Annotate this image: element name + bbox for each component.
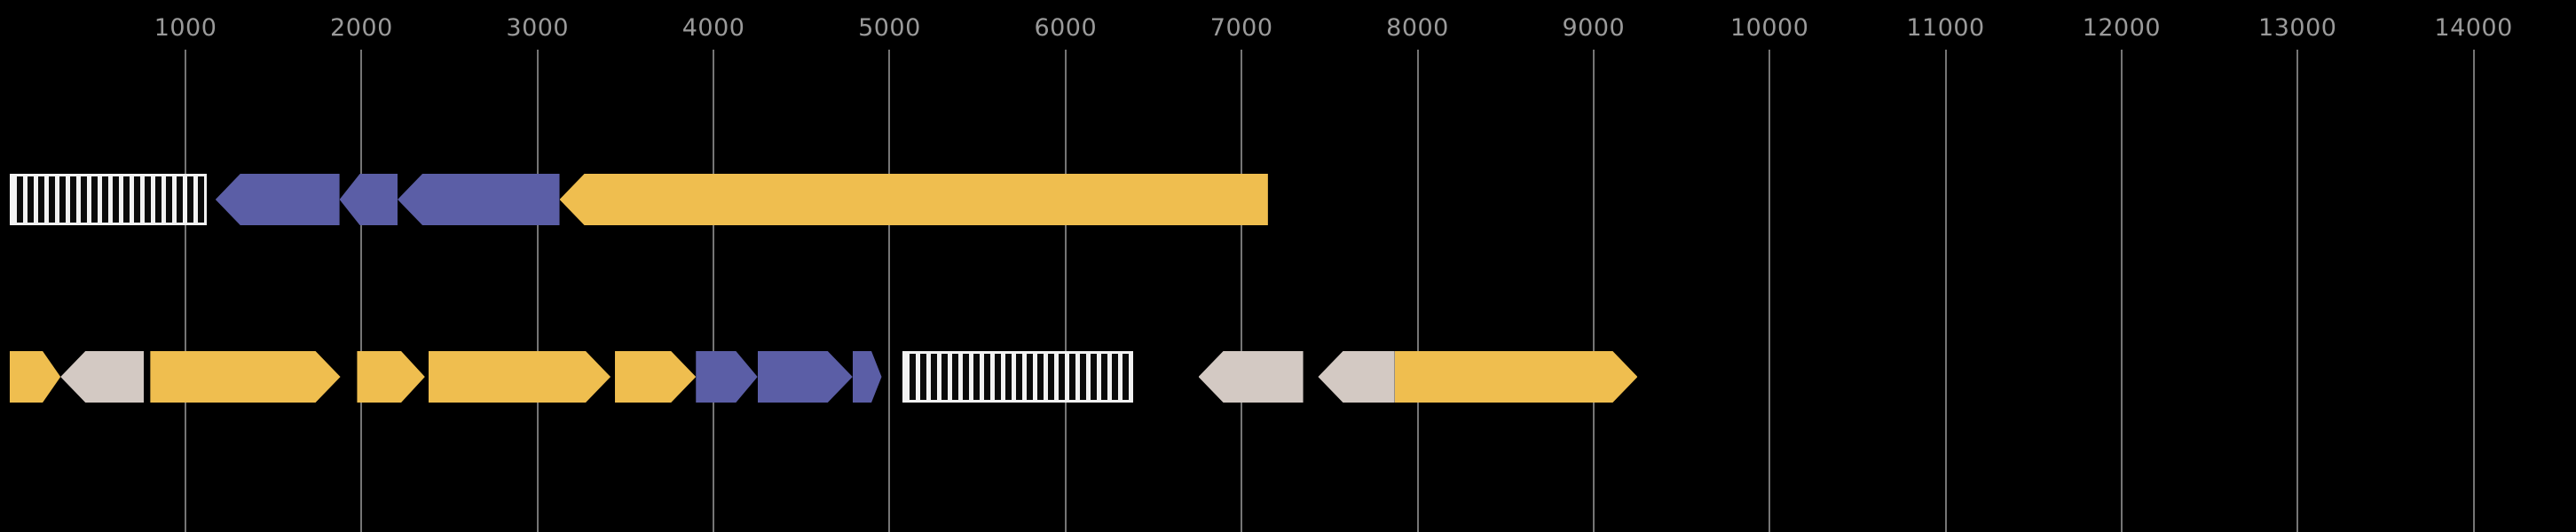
feature-striped-box[interactable] bbox=[9, 174, 207, 225]
axis-gridline bbox=[1416, 50, 1419, 532]
feature-arrow[interactable] bbox=[339, 174, 398, 225]
axis-gridline bbox=[1769, 50, 1771, 532]
feature-arrow[interactable] bbox=[559, 174, 1268, 225]
axis-gridline bbox=[2296, 50, 2299, 532]
axis-tick-label: 1000 bbox=[154, 14, 217, 42]
feature-arrow[interactable] bbox=[852, 351, 882, 403]
axis-gridline bbox=[1064, 50, 1067, 532]
axis-gridline bbox=[536, 50, 539, 532]
feature-arrow[interactable] bbox=[615, 351, 697, 403]
axis-gridline bbox=[2120, 50, 2123, 532]
axis-tick-label: 10000 bbox=[1729, 14, 1809, 42]
axis-gridline bbox=[1592, 50, 1595, 532]
axis-tick-label: 13000 bbox=[2258, 14, 2337, 42]
feature-arrow[interactable] bbox=[398, 174, 560, 225]
axis-tick-label: 5000 bbox=[858, 14, 921, 42]
feature-arrow[interactable] bbox=[150, 351, 341, 403]
axis-gridline bbox=[1944, 50, 1947, 532]
feature-striped-box[interactable] bbox=[902, 351, 1134, 403]
axis-tick-label: 11000 bbox=[1906, 14, 1985, 42]
feature-track-1 bbox=[0, 351, 2576, 403]
feature-arrow[interactable] bbox=[1318, 351, 1395, 403]
axis-tick-label: 8000 bbox=[1386, 14, 1449, 42]
axis-gridline bbox=[360, 50, 363, 532]
feature-track-0 bbox=[0, 174, 2576, 225]
axis-tick-label: 14000 bbox=[2434, 14, 2513, 42]
feature-arrow[interactable] bbox=[757, 351, 853, 403]
feature-arrow[interactable] bbox=[696, 351, 758, 403]
feature-arrow[interactable] bbox=[9, 351, 61, 403]
feature-arrow[interactable] bbox=[428, 351, 611, 403]
axis-gridline bbox=[1241, 50, 1243, 532]
feature-arrow[interactable] bbox=[60, 351, 145, 403]
feature-arrow[interactable] bbox=[215, 174, 340, 225]
axis-gridline bbox=[185, 50, 187, 532]
axis-tick-label: 6000 bbox=[1034, 14, 1098, 42]
axis-tick-label: 12000 bbox=[2082, 14, 2162, 42]
axis-gridline bbox=[888, 50, 891, 532]
axis-gridline bbox=[713, 50, 715, 532]
feature-arrow[interactable] bbox=[357, 351, 425, 403]
feature-arrow[interactable] bbox=[1394, 351, 1638, 403]
axis-gridline bbox=[2472, 50, 2475, 532]
feature-arrow[interactable] bbox=[1198, 351, 1304, 403]
axis-tick-label: 4000 bbox=[681, 14, 745, 42]
axis-tick-label: 7000 bbox=[1209, 14, 1273, 42]
axis-tick-label: 3000 bbox=[506, 14, 570, 42]
axis-tick-label: 2000 bbox=[330, 14, 393, 42]
axis-tick-label: 9000 bbox=[1562, 14, 1626, 42]
